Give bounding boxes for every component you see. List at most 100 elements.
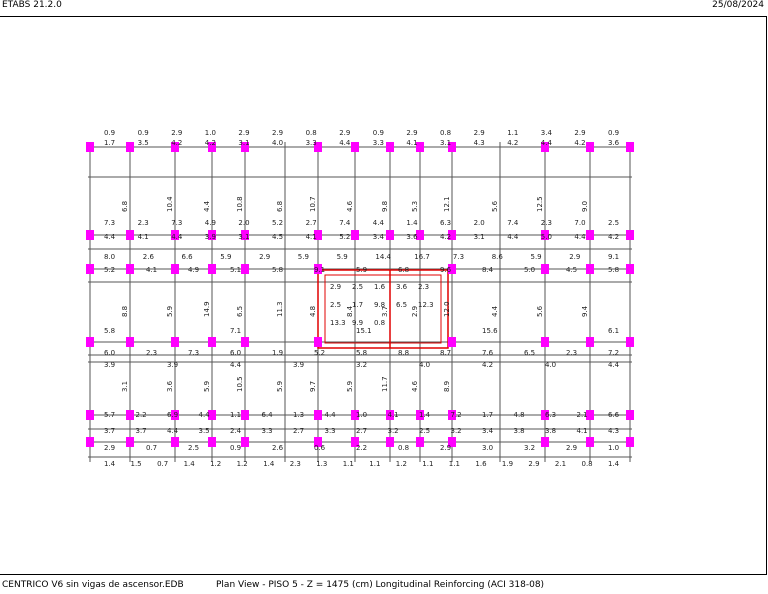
rebar-label: 5.2 (272, 219, 283, 227)
rebar-label: 4.4 (574, 233, 586, 241)
rebar-label: 3.4 (482, 427, 494, 435)
rebar-label: 8.4 (482, 266, 494, 274)
column-marker (541, 410, 549, 420)
rebar-label: 0.6 (314, 444, 326, 452)
rebar-label: 5.8 (272, 266, 283, 274)
rebar-label: 0.8 (398, 444, 409, 452)
column-marker (208, 410, 216, 420)
rebar-label: 11.7 (381, 376, 389, 392)
rebar-label: 2.7 (293, 427, 304, 435)
rebar-label: 5.2 (104, 266, 115, 274)
column-marker (586, 437, 594, 447)
rebar-label: 6.6 (182, 253, 194, 261)
rebar-label: 7.4 (507, 219, 519, 227)
column-marker (241, 410, 249, 420)
rebar-label: 1.0 (205, 129, 216, 137)
rebar-label: 1.2 (210, 460, 221, 468)
rebar-label: 2.9 (104, 444, 115, 452)
view-description: Plan View - PISO 5 - Z = 1475 (cm) Longi… (216, 580, 545, 590)
rebar-label: 1.4 (406, 219, 418, 227)
column-marker (314, 264, 322, 274)
column-marker (541, 142, 549, 152)
rebar-label: 9.6 (440, 266, 452, 274)
rebar-label: 6.6 (608, 411, 620, 419)
rebar-label: 5.2 (314, 349, 325, 357)
rebar-label: 9.7 (309, 381, 317, 392)
rebar-label: 4.1 (306, 233, 317, 241)
rebar-label: 4.4 (171, 233, 183, 241)
rebar-label: 9.4 (581, 305, 589, 317)
rebar-label: 2.9 (339, 129, 350, 137)
column-marker (586, 337, 594, 347)
rebar-label: 3.9 (167, 361, 178, 369)
rebar-label: 4.1 (138, 233, 149, 241)
column-marker (626, 437, 634, 447)
rebar-label: 0.9 (138, 129, 149, 137)
column-marker (626, 410, 634, 420)
rebar-label: 4.4 (199, 411, 211, 419)
rebar-label: 4.5 (566, 266, 577, 274)
rebar-label: 3.1 (474, 233, 485, 241)
rebar-label: 3.7 (136, 427, 147, 435)
rebar-label: 3.2 (451, 427, 462, 435)
rebar-label: 6.8 (121, 201, 129, 212)
rebar-label: 7.3 (171, 219, 182, 227)
rebar-label: 1.6 (475, 460, 487, 468)
rebar-label: 4.9 (205, 219, 216, 227)
rebar-label: 12.0 (443, 301, 451, 317)
column-marker (626, 230, 634, 240)
column-marker (448, 264, 456, 274)
rebar-label: 5.8 (104, 327, 115, 335)
rebar-label: 5.6 (536, 305, 544, 317)
rebar-label: 4.1 (146, 266, 157, 274)
rebar-label: 6.0 (230, 349, 241, 357)
rebar-label: 4.1 (577, 427, 588, 435)
rebar-label: 10.5 (236, 376, 244, 392)
rebar-label: 2.4 (230, 427, 242, 435)
rebar-label: 3.1 (238, 233, 249, 241)
column-marker (86, 230, 94, 240)
rebar-label: 9.8 (374, 301, 385, 309)
rebar-label: 7.2 (451, 411, 462, 419)
rebar-label: 9.1 (314, 266, 325, 274)
rebar-label: 4.6 (411, 380, 419, 392)
rebar-label: 4.4 (167, 427, 179, 435)
rebar-label: 1.4 (263, 460, 275, 468)
rebar-label: 3.7 (381, 306, 389, 317)
rebar-label: 2.9 (406, 129, 417, 137)
rebar-label: 2.9 (574, 129, 585, 137)
column-marker (171, 410, 179, 420)
rebar-label: 4.3 (474, 139, 485, 147)
rebar-label: 6.8 (398, 266, 409, 274)
column-marker (351, 142, 359, 152)
rebar-label: 2.9 (259, 253, 270, 261)
rebar-label: 10.8 (236, 196, 244, 212)
rebar-label: 5.1 (230, 266, 241, 274)
rebar-label: 9.8 (381, 201, 389, 212)
rebar-label: 1.9 (272, 349, 283, 357)
rebar-label: 1.3 (316, 460, 327, 468)
rebar-label: 4.6 (346, 200, 354, 212)
rebar-label: 6.1 (608, 327, 619, 335)
column-marker (171, 437, 179, 447)
rebar-label: 4.2 (440, 233, 451, 241)
rebar-label: 4.4 (541, 139, 553, 147)
column-marker (171, 142, 179, 152)
rebar-label: 4.4 (373, 219, 385, 227)
rebar-label: 4.4 (325, 411, 337, 419)
rebar-label: 6.5 (524, 349, 535, 357)
rebar-label: 3.2 (388, 427, 399, 435)
column-marker (86, 410, 94, 420)
rebar-label: 2.5 (352, 283, 363, 291)
rebar-label: 1.5 (131, 460, 142, 468)
rebar-label: 3.9 (104, 361, 115, 369)
rebar-label: 3.0 (482, 444, 493, 452)
column-marker (314, 230, 322, 240)
column-marker (626, 264, 634, 274)
rebar-label: 14.4 (375, 253, 391, 261)
rebar-label: 10.4 (166, 196, 174, 212)
rebar-label: 4.2 (171, 139, 182, 147)
column-marker (351, 230, 359, 240)
